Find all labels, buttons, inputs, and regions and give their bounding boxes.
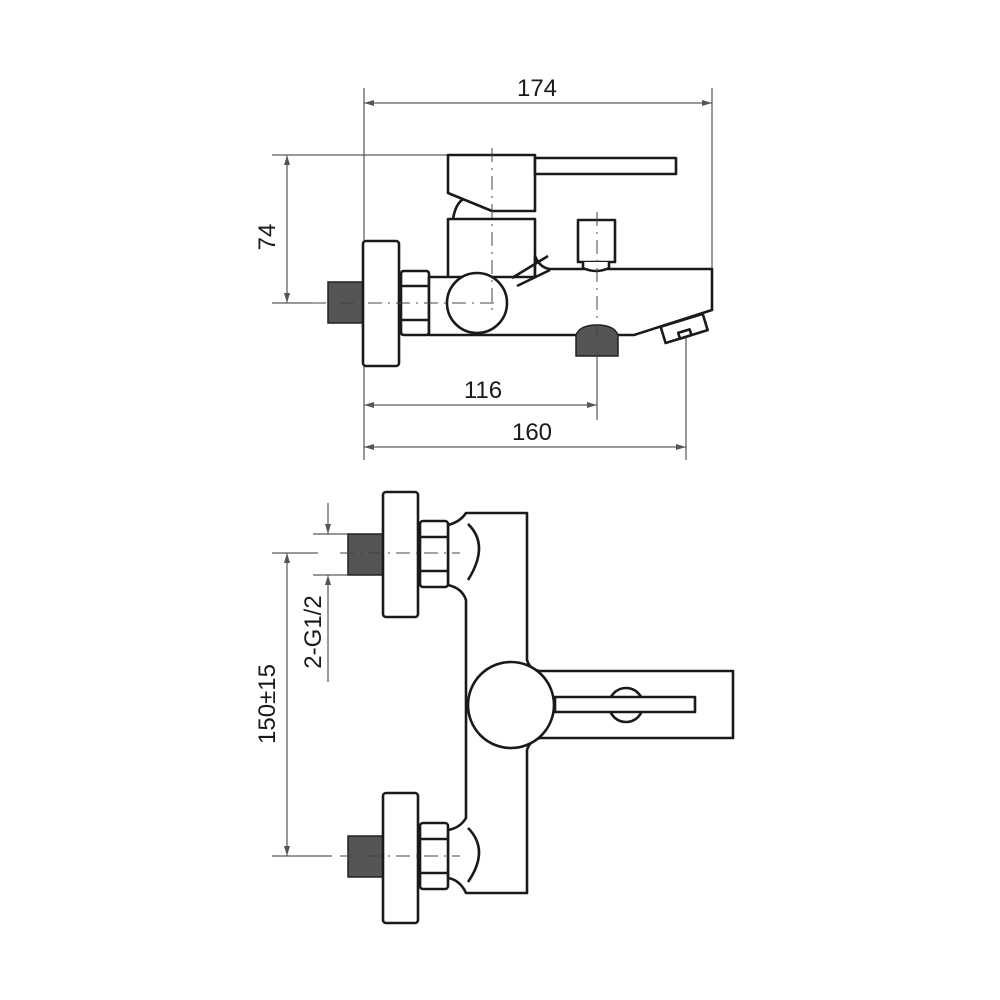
- dim-label-150: 150±15: [254, 664, 281, 744]
- outlet-thread: [575, 324, 619, 357]
- front-handle-round: [466, 660, 556, 750]
- dim-label-74: 74: [254, 224, 281, 251]
- dim-label-116: 116: [464, 377, 502, 404]
- side-view: 174 74 116 160: [254, 75, 714, 460]
- dim-label-thread: 2-G1/2: [300, 595, 327, 668]
- front-nut-top: [418, 519, 450, 589]
- dim-label-174: 174: [517, 75, 557, 102]
- front-flange-top: [381, 490, 420, 619]
- front-view: 150±15 2-G1/2: [254, 490, 735, 925]
- lever: [533, 156, 678, 176]
- front-thread-top: [347, 533, 384, 576]
- front-lever: [553, 695, 697, 714]
- dim-label-160: 160: [512, 419, 552, 446]
- front-flange-bottom: [381, 791, 420, 925]
